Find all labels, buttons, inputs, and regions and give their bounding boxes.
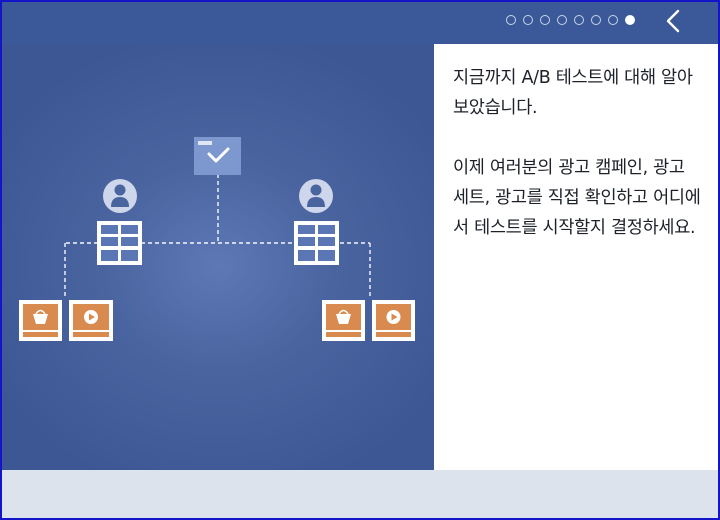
shopping-basket-icon xyxy=(322,300,365,341)
connector-lines xyxy=(64,174,371,297)
shopping-basket-icon xyxy=(19,300,62,341)
back-button[interactable] xyxy=(660,8,686,34)
page-indicator xyxy=(506,15,635,25)
ab-test-illustration xyxy=(2,44,434,470)
person-icon xyxy=(103,179,137,213)
page-dot[interactable] xyxy=(574,15,584,25)
video-play-icon xyxy=(69,300,113,341)
page-dot[interactable] xyxy=(506,15,516,25)
panel-title: 지금까지 A/B 테스트에 대해 알아보았습니다. xyxy=(453,68,693,118)
person-icon xyxy=(299,179,333,213)
page-dot[interactable] xyxy=(523,15,533,25)
ad-grid-icon xyxy=(97,221,142,265)
page-dot[interactable] xyxy=(591,15,601,25)
ad-grid-icon xyxy=(294,221,339,265)
ab-test-diagram xyxy=(19,137,415,341)
folder-check-icon xyxy=(194,137,241,175)
video-play-icon xyxy=(372,300,415,341)
page-dot[interactable] xyxy=(540,15,550,25)
page-dot-active[interactable] xyxy=(625,15,635,25)
panel-body: 이제 여러분의 광고 캠페인, 광고 세트, 광고를 직접 확인하고 어디에서 … xyxy=(453,158,701,238)
page-dot[interactable] xyxy=(557,15,567,25)
footer-area xyxy=(2,470,718,518)
info-panel: 지금까지 A/B 테스트에 대해 알아보았습니다. 이제 여러분의 광고 캠페인… xyxy=(434,44,718,470)
chevron-left-icon xyxy=(666,9,680,33)
page-dot[interactable] xyxy=(608,15,618,25)
